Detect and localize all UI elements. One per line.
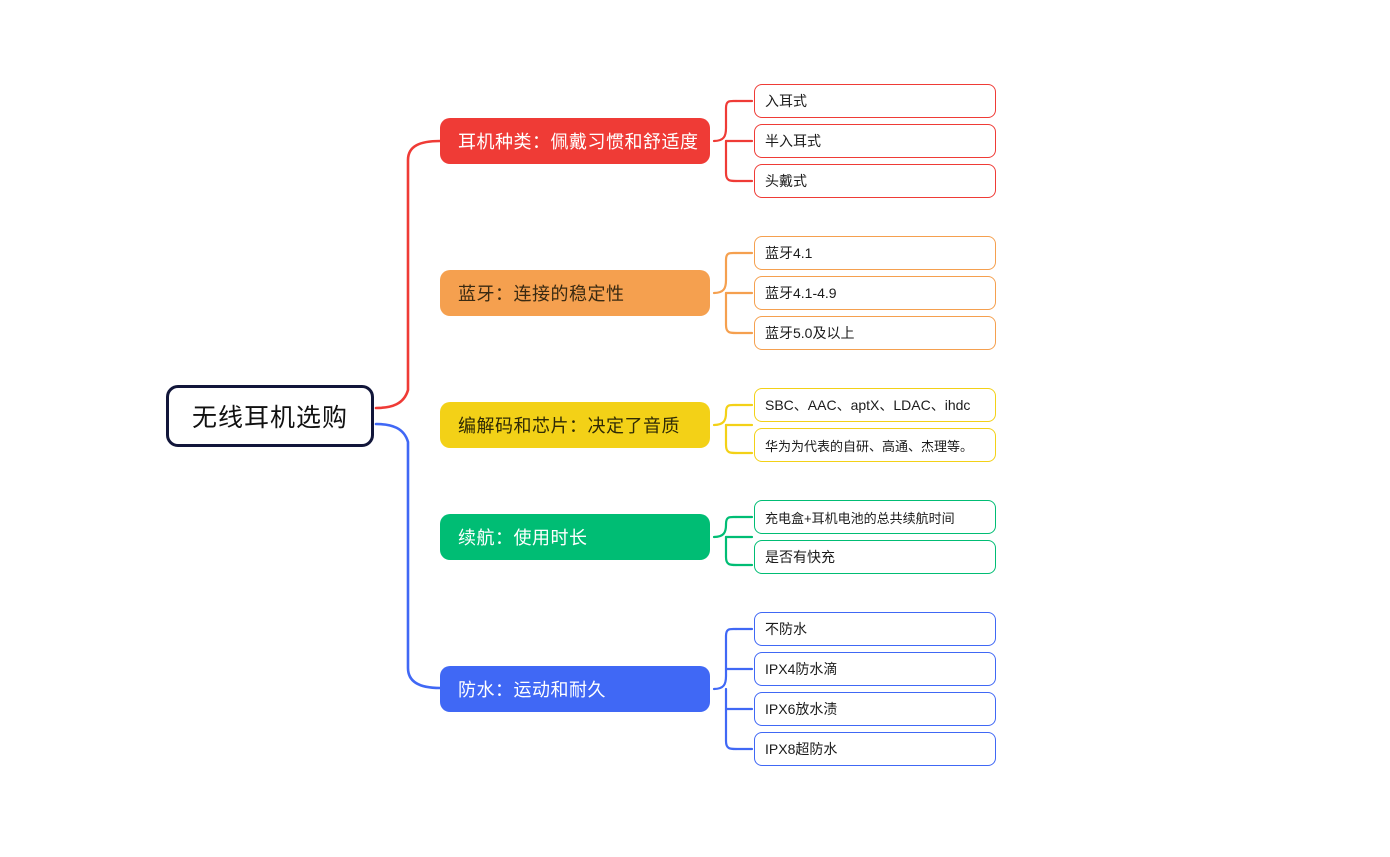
root-node-label: 无线耳机选购 xyxy=(191,404,348,432)
leaf-node-semi-in-ear[interactable]: 半入耳式 xyxy=(754,124,996,158)
leaf-node-chip-vendors[interactable]: 华为为代表的自研、高通、杰理等。 xyxy=(754,428,996,462)
branch-label: 编解码和芯片：决定了音质 xyxy=(458,416,680,436)
leaf-label: 充电盒+耳机电池的总共续航时间 xyxy=(765,510,955,526)
leaf-label: 蓝牙4.1 xyxy=(765,245,813,261)
leaf-node-fast-charge[interactable]: 是否有快充 xyxy=(754,540,996,574)
leaf-node-in-ear[interactable]: 入耳式 xyxy=(754,84,996,118)
leaf-label: IPX4防水滴 xyxy=(765,661,838,677)
leaf-label: 头戴式 xyxy=(765,173,807,189)
branch-node-battery-life[interactable]: 续航：使用时长 xyxy=(440,514,710,560)
root-node[interactable]: 无线耳机选购 xyxy=(166,385,374,447)
leaf-node-ipx4[interactable]: IPX4防水滴 xyxy=(754,652,996,686)
leaf-node-bt-50-plus[interactable]: 蓝牙5.0及以上 xyxy=(754,316,996,350)
leaf-node-total-battery[interactable]: 充电盒+耳机电池的总共续航时间 xyxy=(754,500,996,534)
leaf-node-not-waterproof[interactable]: 不防水 xyxy=(754,612,996,646)
leaf-label: 蓝牙5.0及以上 xyxy=(765,325,855,341)
leaf-node-bt-41-49[interactable]: 蓝牙4.1-4.9 xyxy=(754,276,996,310)
leaf-node-ipx8[interactable]: IPX8超防水 xyxy=(754,732,996,766)
branch-label: 蓝牙：连接的稳定性 xyxy=(458,284,625,304)
branch-node-waterproof[interactable]: 防水：运动和耐久 xyxy=(440,666,710,712)
branch-node-bluetooth[interactable]: 蓝牙：连接的稳定性 xyxy=(440,270,710,316)
branch-label: 续航：使用时长 xyxy=(458,528,588,548)
leaf-label: SBC、AAC、aptX、LDAC、ihdc xyxy=(765,397,971,413)
branch-label: 耳机种类：佩戴习惯和舒适度 xyxy=(458,132,699,152)
branch-node-headphone-type[interactable]: 耳机种类：佩戴习惯和舒适度 xyxy=(440,118,710,164)
leaf-label: 不防水 xyxy=(765,621,807,637)
leaf-label: 半入耳式 xyxy=(765,133,821,149)
leaf-label: IPX6放水渍 xyxy=(765,701,838,717)
leaf-node-codec-list[interactable]: SBC、AAC、aptX、LDAC、ihdc xyxy=(754,388,996,422)
leaf-label: 是否有快充 xyxy=(765,549,835,565)
leaf-label: IPX8超防水 xyxy=(765,741,838,757)
leaf-label: 蓝牙4.1-4.9 xyxy=(765,285,837,301)
branch-node-codec-chip[interactable]: 编解码和芯片：决定了音质 xyxy=(440,402,710,448)
leaf-node-ipx6[interactable]: IPX6放水渍 xyxy=(754,692,996,726)
leaf-node-bt-41[interactable]: 蓝牙4.1 xyxy=(754,236,996,270)
leaf-label: 华为为代表的自研、高通、杰理等。 xyxy=(765,438,974,454)
leaf-node-over-ear[interactable]: 头戴式 xyxy=(754,164,996,198)
leaf-label: 入耳式 xyxy=(765,93,807,109)
branch-label: 防水：运动和耐久 xyxy=(458,680,606,700)
